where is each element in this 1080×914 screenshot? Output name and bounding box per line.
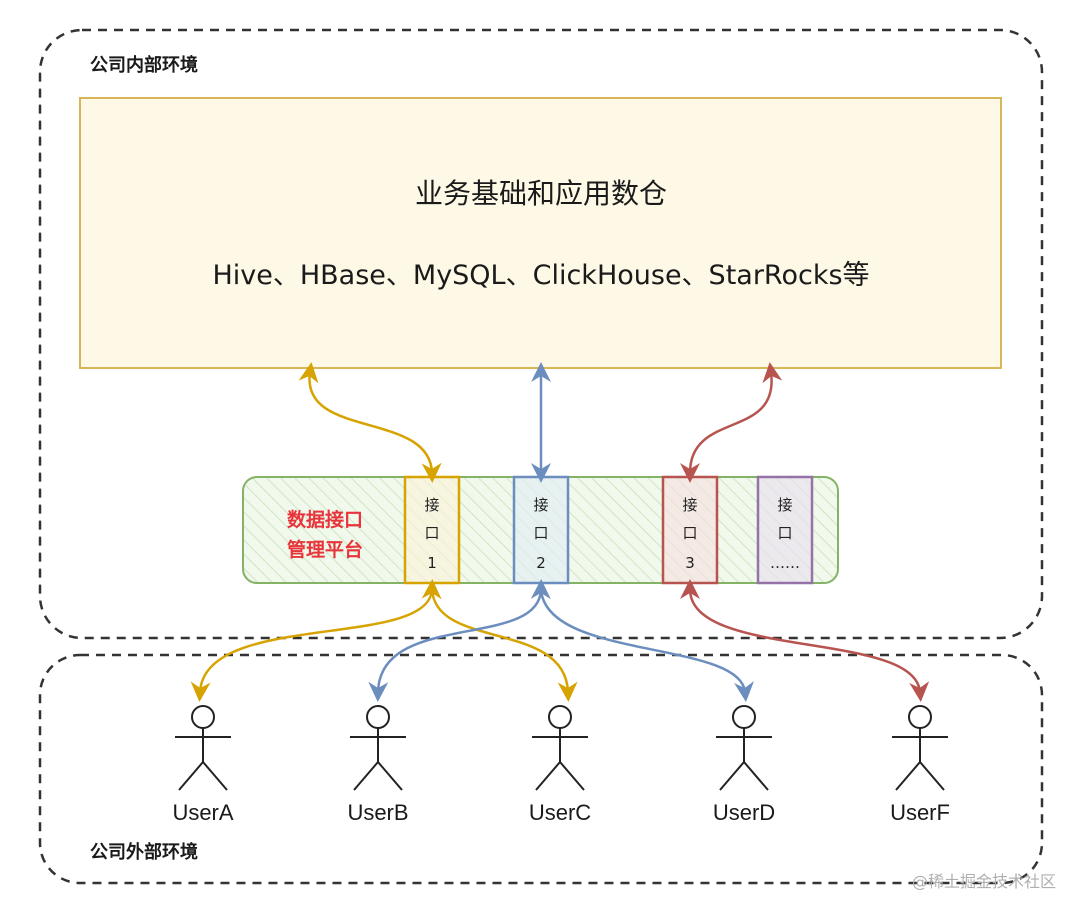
user-b: UserB — [347, 705, 409, 825]
arrow-interface-3-userF — [680, 579, 930, 702]
user-a-icon — [175, 705, 231, 791]
arrow-interface-1-userA — [190, 579, 442, 702]
warehouse-title: 业务基础和应用数仓 — [415, 177, 667, 210]
interface-3-line2: 口 — [682, 524, 697, 542]
user-b-icon — [350, 705, 406, 791]
interface-more-line1: 接 — [777, 496, 792, 514]
interface-3-line1: 接 — [682, 496, 697, 514]
user-d-icon — [716, 705, 772, 791]
warehouse-box — [79, 97, 1002, 369]
arrow-warehouse-interface-3 — [680, 362, 783, 483]
external-environment-region — [38, 653, 1044, 885]
interface-1: 接 口 1 — [403, 475, 461, 585]
interface-3: 接 口 3 — [661, 475, 719, 585]
interface-1-line2: 口 — [424, 524, 439, 542]
user-c: UserC — [529, 705, 591, 825]
arrow-interface-1-userC — [430, 588, 578, 702]
user-a-label: UserA — [172, 800, 233, 825]
warehouse-systems: Hive、HBase、MySQL、ClickHouse、StarRocks等 — [212, 260, 869, 291]
interface-1-line1: 接 — [424, 496, 439, 514]
external-environment-label: 公司外部环境 — [90, 841, 198, 863]
user-c-label: UserC — [529, 800, 591, 825]
user-f: UserF — [890, 705, 950, 825]
user-d-label: UserD — [713, 800, 775, 825]
platform-label-line2: 管理平台 — [287, 538, 363, 561]
user-a: UserA — [172, 705, 234, 825]
user-d: UserD — [713, 705, 775, 825]
interface-more: 接 口 …… — [756, 475, 814, 585]
interface-2-line3: 2 — [536, 554, 546, 572]
watermark-text: @稀土掘金技术社区 — [912, 872, 1056, 891]
interface-3-line3: 3 — [685, 554, 695, 572]
interface-more-line2: 口 — [777, 524, 792, 542]
platform-label-line1: 数据接口 — [287, 508, 363, 531]
user-f-icon — [892, 705, 948, 791]
interface-2: 接 口 2 — [512, 475, 570, 585]
interface-2-line2: 口 — [533, 524, 548, 542]
interface-1-line3: 1 — [427, 554, 437, 572]
internal-environment-label: 公司内部环境 — [90, 54, 198, 76]
user-c-icon — [532, 705, 588, 791]
arrow-warehouse-interface-1 — [298, 362, 442, 483]
arrow-interface-2-userB — [368, 579, 551, 702]
interface-more-line3: …… — [770, 554, 800, 572]
arrow-interface-2-userD — [539, 588, 754, 702]
interface-2-line1: 接 — [533, 496, 548, 514]
user-f-label: UserF — [890, 800, 950, 825]
user-b-label: UserB — [347, 800, 408, 825]
